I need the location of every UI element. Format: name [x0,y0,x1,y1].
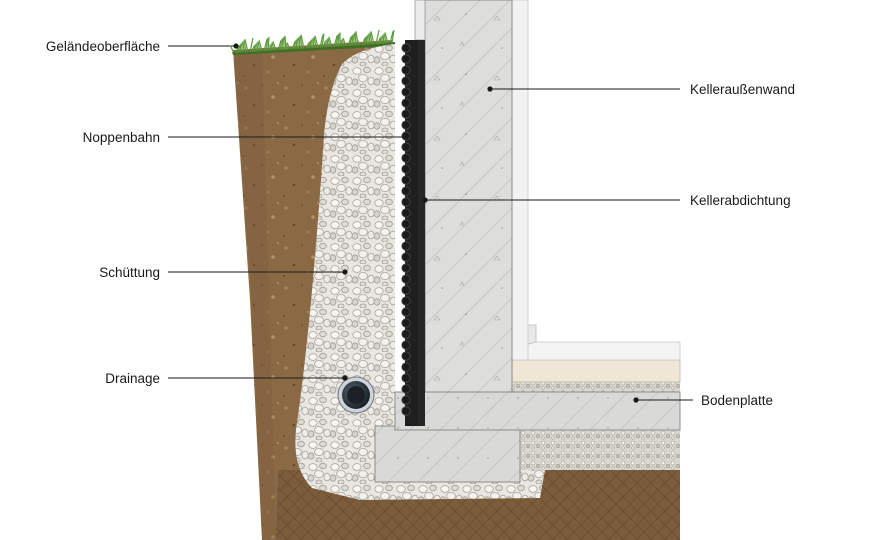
label-floor-slab: Bodenplatte [701,393,773,408]
grass [230,29,395,55]
label-dimple-sheet: Noppenbahn [83,130,160,145]
floor-buildup [511,324,681,383]
label-surface: Geländeoberfläche [46,39,160,54]
leader-lines [168,43,693,403]
drainage-pipe [337,376,375,414]
label-sealing: Kellerabdichtung [690,193,791,208]
dimple-sheet [401,40,418,426]
foundation-footing [374,425,521,483]
interior-wall-finish [509,0,529,361]
label-outer-wall: Kelleraußenwand [690,82,795,97]
label-backfill: Schüttung [99,265,160,280]
basement-outer-wall [414,0,513,393]
basement-sealing [418,40,425,426]
backfill-gravel [295,44,680,500]
label-drainage: Drainage [105,371,160,386]
gravel-bed [512,382,680,470]
floor-slab [394,391,681,431]
